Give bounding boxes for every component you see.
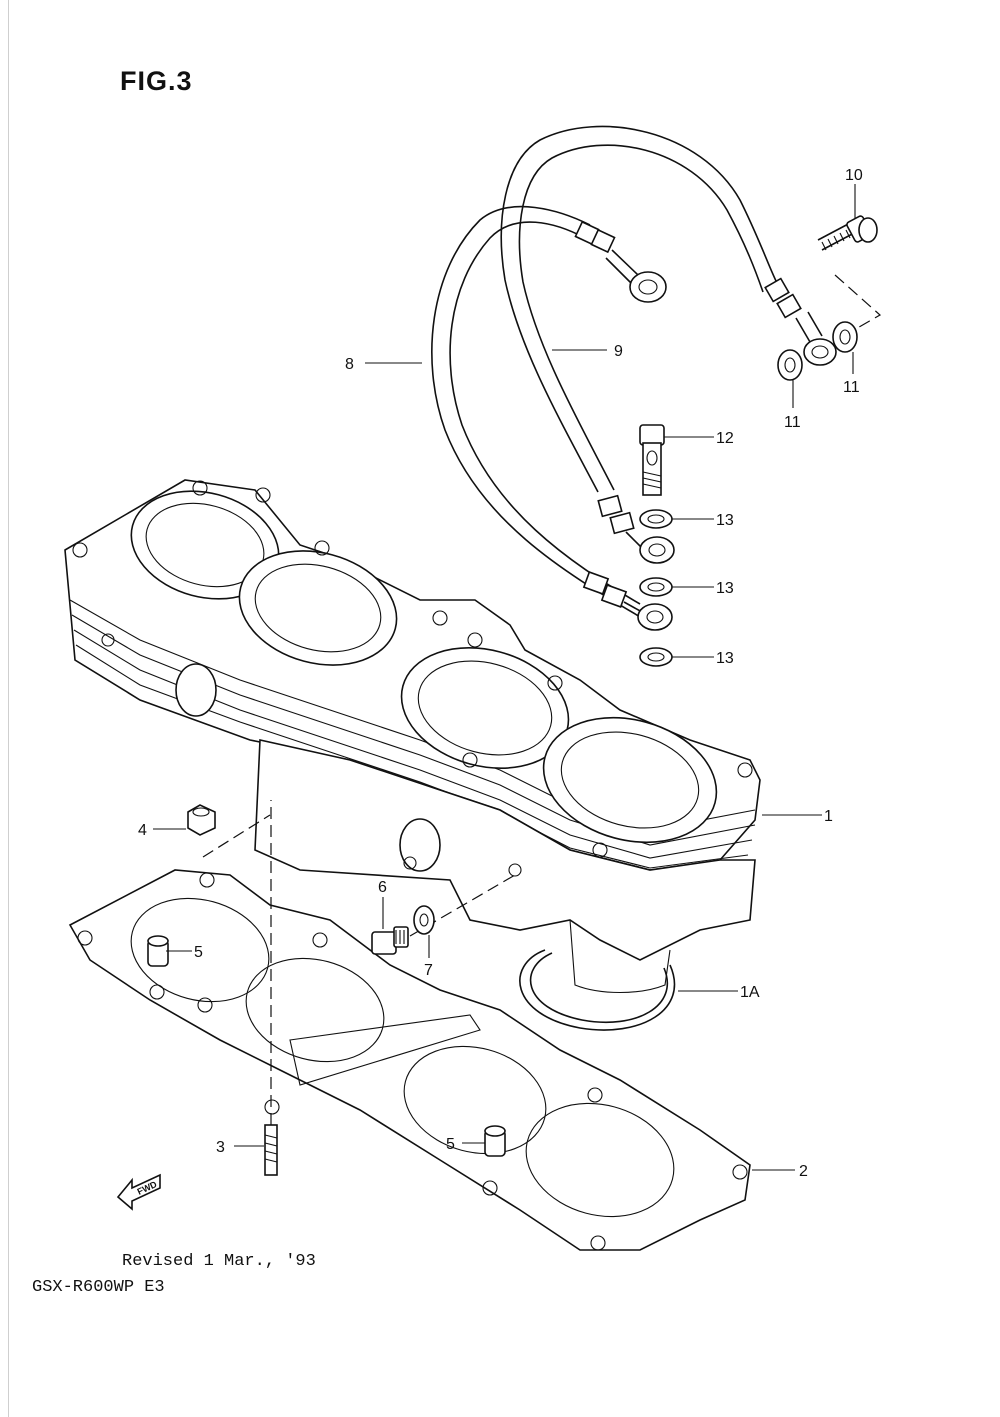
callout-6: 6 (378, 879, 387, 896)
callout-11-left: 11 (784, 414, 801, 431)
callout-8: 8 (345, 356, 354, 373)
copper-washer-11-left (777, 349, 803, 381)
cylinder-base-gasket-2 (68, 869, 751, 1251)
figure-title: FIG.3 (120, 66, 193, 96)
callout-5-right: 5 (446, 1136, 455, 1153)
callout-12: 12 (716, 430, 734, 447)
dowel-pin-5-right (484, 1125, 506, 1157)
callout-2: 2 (799, 1163, 808, 1180)
copper-washer-13-a (639, 509, 673, 529)
callout-5-left: 5 (194, 944, 203, 961)
callout-1: 1 (824, 808, 833, 825)
leader-lines (153, 184, 856, 1171)
revision-note: Revised 1 Mar., '93 (122, 1252, 316, 1271)
copper-washer-11-right (832, 321, 858, 353)
callout-4: 4 (138, 822, 147, 839)
oil-hose-8 (431, 205, 667, 619)
dowel-pin-5-left (147, 935, 169, 967)
cylinder-block-1 (64, 479, 761, 1031)
copper-washer-13-b (639, 577, 673, 597)
copper-washer-13-c (639, 647, 673, 667)
callout-13-a: 13 (716, 512, 734, 529)
callout-1a: 1A (740, 984, 760, 1001)
union-bolt-12 (639, 424, 665, 496)
callout-7: 7 (424, 962, 433, 979)
nut-4 (187, 804, 216, 836)
callout-9: 9 (614, 343, 623, 360)
callout-13-c: 13 (716, 650, 734, 667)
nut-4-guide-line (202, 814, 271, 858)
oil-hose-8-lower-fitting (582, 571, 673, 631)
callout-13-b: 13 (716, 580, 734, 597)
washer-7 (413, 905, 435, 935)
union-bolt-10 (817, 215, 882, 339)
fwd-direction-arrow-icon: FWD (116, 1173, 161, 1211)
callout-10: 10 (845, 167, 863, 184)
model-code: GSX-R600WP E3 (32, 1278, 165, 1297)
callout-11-right: 11 (843, 379, 860, 396)
page-edge-line (8, 0, 9, 1417)
stud-bolt-3 (264, 800, 278, 1176)
oil-hose-9 (500, 125, 837, 564)
callout-3: 3 (216, 1139, 225, 1156)
bolt-6 (371, 874, 516, 955)
